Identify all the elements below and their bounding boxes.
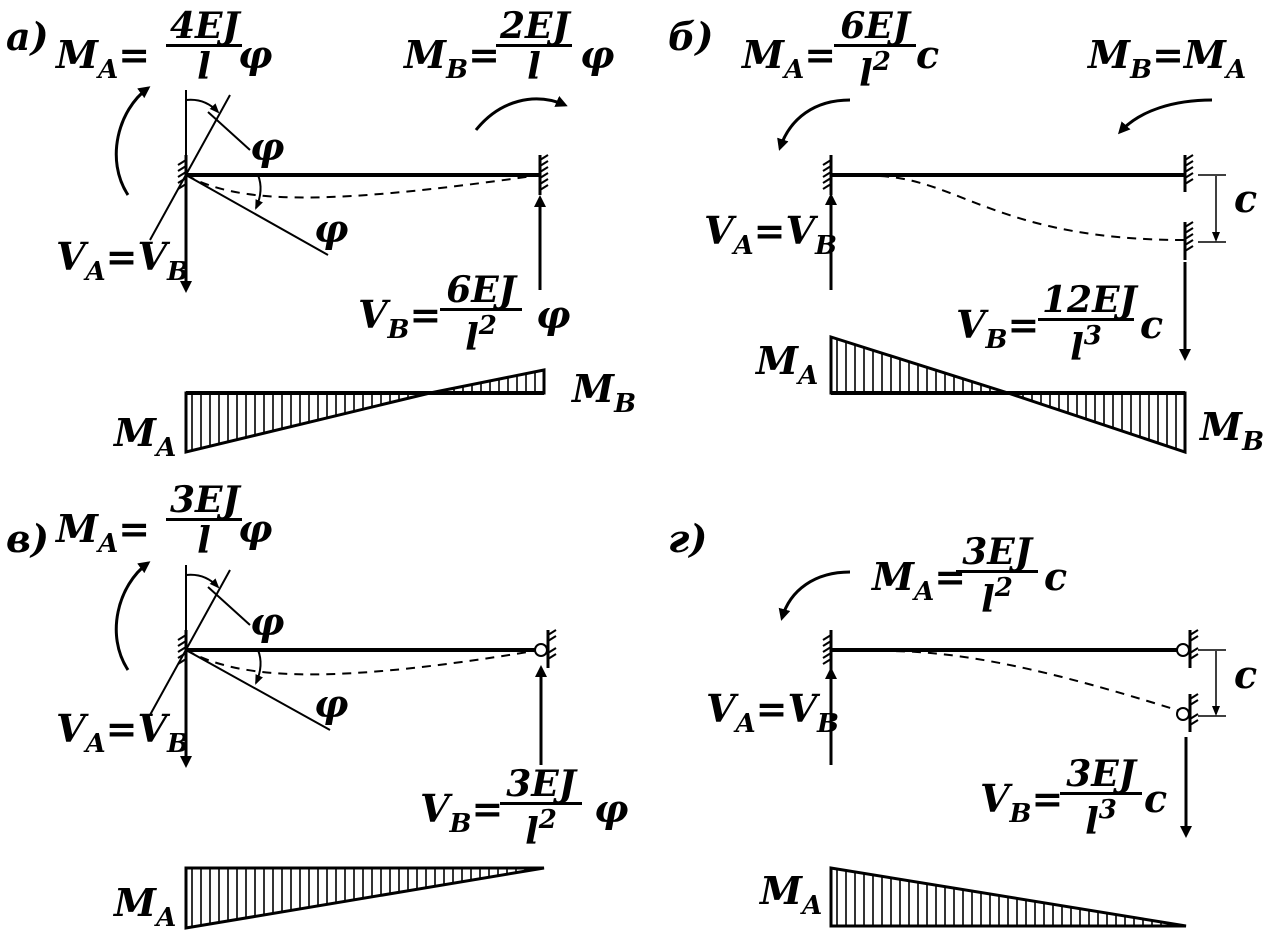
panel-a-phi-arc-bottom [255, 174, 263, 210]
panel-b-va-label: VA=VB [704, 208, 837, 261]
panel-v-right-pin-support [534, 629, 557, 668]
panel-a-vb-label: VB= [358, 292, 442, 345]
panel-g-ma-moment-arrow [778, 570, 851, 621]
panel-v-ma-phi: φ [238, 506, 273, 551]
panel-v-ma-moment-arrow [114, 561, 151, 671]
panel-v-rotated-ref [149, 569, 231, 716]
panel-a [114, 86, 568, 454]
panel-b [777, 98, 1226, 455]
panel-b-vb-label: VB= [956, 302, 1040, 355]
panel-g-va-label: VA=VB [706, 686, 839, 739]
panel-a-ma-label: MA= [56, 32, 151, 85]
panel-a-va-label: VA=VB [56, 234, 189, 287]
panel-g-vb-c: c [1144, 776, 1168, 821]
panel-a-phi-label-top: φ [250, 124, 285, 169]
panel-g-ma-label: MA= [872, 554, 967, 607]
panel-a-phi-leader-top [207, 111, 251, 151]
panel-v-phi-arc-top [185, 573, 220, 589]
panel-v-deflected-shape [185, 649, 541, 676]
panel-b-right-support [1183, 154, 1194, 192]
panel-g-moment-diagram [829, 866, 1187, 928]
panel-g-ma-c: c [1044, 554, 1068, 599]
panel-b-tag: б) [668, 14, 714, 59]
panel-v [114, 561, 557, 930]
panel-v-moment-diagram [184, 866, 545, 930]
panel-g-left-support [822, 630, 833, 670]
panel-b-moment-diagram [829, 334, 1187, 455]
panel-b-ma-label: MA= [742, 32, 837, 85]
panel-b-mb-moment-arrow [1117, 98, 1213, 135]
panel-g-right-pin-support [1176, 629, 1199, 668]
panel-a-diagram-left-label: MA [114, 410, 177, 463]
panel-b-diagram-right-label: MB [1200, 404, 1265, 457]
panel-b-c-label: c [1234, 176, 1258, 221]
panel-a-vb-phi: φ [536, 292, 571, 337]
panel-a-tangent [185, 174, 329, 256]
panel-a-right-support [538, 154, 549, 195]
panel-b-deflected-shape [879, 175, 1186, 241]
panel-g-tag: г) [668, 516, 708, 561]
panel-v-tag: в) [6, 516, 49, 561]
panel-b-mb-label: MB=MA [1088, 32, 1247, 85]
panel-a-phi-arc-top [185, 98, 220, 114]
panel-v-tangent [185, 649, 331, 731]
panel-v-vb-label: VB= [420, 786, 504, 839]
panel-a-ma-phi: φ [238, 32, 273, 77]
panel-g-c-label: c [1234, 652, 1258, 697]
panel-v-phi-label-top: φ [250, 599, 285, 644]
panel-v-diagram-left-label: MA [114, 880, 177, 933]
panel-a-mb-phi: φ [580, 32, 615, 77]
panel-v-phi-label-bottom: φ [314, 681, 349, 726]
panel-b-right-support-displaced [1183, 221, 1194, 260]
panel-b-left-support [822, 155, 833, 195]
panel-a-ma-moment-arrow [114, 86, 151, 196]
panel-v-va-label: VA=VB [56, 706, 189, 759]
panel-v-vb-phi: φ [594, 786, 629, 831]
panel-g-diagram-left-label: MA [760, 868, 823, 921]
panel-b-diagram-left-label: MA [756, 338, 819, 391]
panel-a-diagram-right-label: MB [572, 366, 637, 419]
panel-a-tag: а) [6, 14, 49, 59]
panel-v-phi-leader-top [207, 586, 251, 626]
panel-b-ma-c: c [916, 32, 940, 77]
panel-v-ma-label: MA= [56, 506, 151, 559]
panel-a-mb-moment-arrow [474, 95, 568, 131]
panel-a-mb-label: MB= [404, 32, 500, 85]
panel-g-deflected-shape [879, 649, 1184, 713]
panel-b-vb-c: c [1140, 302, 1164, 347]
panel-a-phi-label-bottom: φ [314, 206, 349, 251]
panel-a-rotated-ref [149, 94, 231, 241]
panel-b-ma-moment-arrow [777, 98, 851, 151]
panel-a-moment-diagram [184, 368, 546, 454]
panel-g [778, 570, 1226, 928]
panel-v-phi-arc-bottom [255, 649, 263, 685]
panel-g-vb-label: VB= [980, 776, 1064, 829]
panel-a-deflected-shape [185, 174, 541, 199]
panel-g-right-pin-support-displaced [1176, 693, 1199, 732]
